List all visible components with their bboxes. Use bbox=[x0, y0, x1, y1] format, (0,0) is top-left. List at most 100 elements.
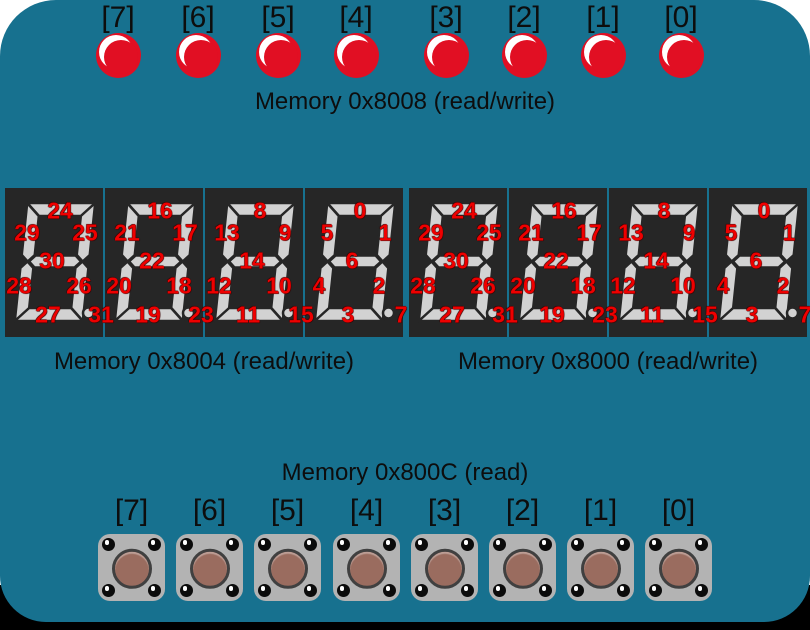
pin-icon bbox=[571, 538, 584, 551]
segment-bit-number-top_right: 9 bbox=[682, 219, 696, 246]
segment-bit-number-bottom_right: 10 bbox=[670, 272, 696, 299]
segment-bit-number-dp: 7 bbox=[394, 301, 408, 328]
segment-bit-number-dp: 31 bbox=[88, 301, 114, 328]
segment-bit-number-top_right: 17 bbox=[172, 219, 198, 246]
pin-icon bbox=[649, 538, 662, 551]
led-shine-cover bbox=[666, 40, 701, 74]
push-button[interactable] bbox=[254, 534, 321, 601]
button-cap[interactable] bbox=[658, 548, 699, 589]
pin-icon bbox=[148, 538, 161, 551]
segment-bit-number-bottom_left: 12 bbox=[206, 272, 232, 299]
led-unit-4: [4] bbox=[333, 3, 379, 78]
led-unit-6: [6] bbox=[175, 3, 221, 78]
pin-icon bbox=[102, 538, 115, 551]
button-bit-label: [4] bbox=[349, 494, 384, 527]
led-indicator bbox=[580, 33, 626, 78]
decimal-point-dot bbox=[585, 306, 600, 320]
pin-icon bbox=[461, 584, 474, 597]
segment-bit-number-top_right: 1 bbox=[378, 219, 392, 246]
seven-seg-glyph bbox=[717, 201, 801, 323]
led-unit-3: [3] bbox=[423, 3, 469, 78]
segment-bit-number-bottom_left: 4 bbox=[312, 272, 326, 299]
pin-icon bbox=[304, 538, 317, 551]
segment-bit-number-bottom_right: 2 bbox=[776, 272, 790, 299]
led-shine-cover bbox=[509, 40, 544, 74]
seven-seg-glyph bbox=[517, 201, 601, 323]
segment-bit-number-middle: 30 bbox=[39, 247, 65, 274]
push-button[interactable] bbox=[411, 534, 478, 601]
segment-bit-number-middle: 22 bbox=[543, 247, 569, 274]
push-button[interactable] bbox=[567, 534, 634, 601]
decimal-point-dot bbox=[81, 306, 96, 320]
led-shine-cover bbox=[341, 40, 376, 74]
button-cap[interactable] bbox=[424, 548, 465, 589]
push-button[interactable] bbox=[176, 534, 243, 601]
pin-icon bbox=[695, 584, 708, 597]
segment-bit-number-bottom_left: 12 bbox=[610, 272, 636, 299]
button-unit-5: [5] bbox=[254, 496, 321, 601]
segment-bit-number-bottom_left: 20 bbox=[510, 272, 536, 299]
led-indicator bbox=[95, 33, 141, 78]
segment-bit-number-middle: 6 bbox=[345, 247, 359, 274]
led-bit-label: [4] bbox=[339, 1, 373, 34]
segment-bit-number-top: 0 bbox=[353, 197, 367, 224]
segment-bit-number-top_right: 25 bbox=[476, 219, 502, 246]
segment-bit-number-bottom: 27 bbox=[35, 301, 61, 328]
button-cap[interactable] bbox=[111, 548, 152, 589]
button-cap[interactable] bbox=[502, 548, 543, 589]
segment-bit-number-dp: 31 bbox=[492, 301, 518, 328]
segment-bit-number-top_right: 9 bbox=[278, 219, 292, 246]
pin-icon bbox=[383, 538, 396, 551]
segment-bit-number-bottom_right: 18 bbox=[166, 272, 192, 299]
led-unit-2: [2] bbox=[501, 3, 547, 78]
button-bit-label: [1] bbox=[583, 494, 618, 527]
segment-bit-number-bottom_right: 26 bbox=[470, 272, 496, 299]
pin-icon bbox=[337, 538, 350, 551]
seven-seg-glyph bbox=[313, 201, 397, 323]
segment-bit-number-top: 8 bbox=[657, 197, 671, 224]
button-cap[interactable] bbox=[267, 548, 308, 589]
segment-bit-number-top: 24 bbox=[451, 197, 477, 224]
button-unit-7: [7] bbox=[98, 496, 165, 601]
button-unit-4: [4] bbox=[333, 496, 400, 601]
pin-icon bbox=[180, 538, 193, 551]
pin-icon bbox=[695, 538, 708, 551]
segment-bit-number-top: 16 bbox=[147, 197, 173, 224]
button-cap[interactable] bbox=[346, 548, 387, 589]
push-button[interactable] bbox=[489, 534, 556, 601]
segment-bit-number-bottom_left: 20 bbox=[106, 272, 132, 299]
push-button[interactable] bbox=[333, 534, 400, 601]
pin-icon bbox=[258, 538, 271, 551]
segment-bit-number-top_left: 21 bbox=[518, 219, 544, 246]
seven-seg-glyph bbox=[617, 201, 701, 323]
push-button[interactable] bbox=[98, 534, 165, 601]
segment-bit-number-bottom_left: 28 bbox=[6, 272, 32, 299]
decimal-point-dot bbox=[281, 306, 296, 320]
button-cap[interactable] bbox=[189, 548, 230, 589]
led-unit-5: [5] bbox=[255, 3, 301, 78]
segment-bit-number-top_right: 1 bbox=[782, 219, 796, 246]
button-unit-6: [6] bbox=[176, 496, 243, 601]
pin-icon bbox=[226, 538, 239, 551]
led-unit-0: [0] bbox=[658, 3, 704, 78]
segment-bit-number-middle: 6 bbox=[749, 247, 763, 274]
segment-bit-number-bottom: 19 bbox=[135, 301, 161, 328]
button-memory-caption: Memory 0x800C (read) bbox=[281, 459, 529, 486]
led-shine-cover bbox=[263, 40, 298, 74]
segment-bit-number-top_left: 13 bbox=[214, 219, 240, 246]
decimal-point-dot bbox=[785, 306, 800, 320]
push-button[interactable] bbox=[645, 534, 712, 601]
segment-bit-number-dp: 15 bbox=[692, 301, 718, 328]
button-cap[interactable] bbox=[580, 548, 621, 589]
button-unit-2: [2] bbox=[489, 496, 556, 601]
led-bit-label: [0] bbox=[664, 1, 698, 34]
decimal-point-dot bbox=[181, 306, 196, 320]
